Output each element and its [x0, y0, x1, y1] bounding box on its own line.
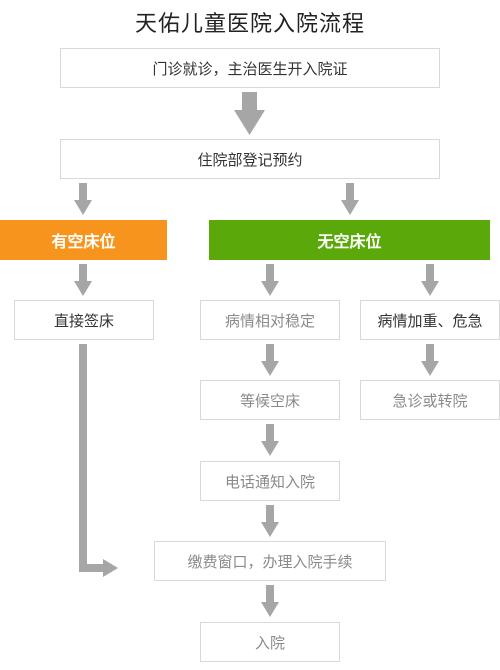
page-title: 天佑儿童医院入院流程	[134, 12, 365, 37]
step-outpatient: 门诊就诊，主治医生开入院证	[60, 48, 440, 88]
arrow-payment-to-admit	[261, 585, 279, 617]
arrow-critical-to-emergency	[421, 344, 439, 376]
arrow-no-bed-to-critical	[421, 264, 439, 296]
arrow-wait-to-phone	[261, 424, 279, 456]
branch-has-bed: 有空床位	[0, 220, 167, 260]
step-critical: 病情加重、危急	[360, 300, 500, 340]
step-direct-bed: 直接签床	[14, 300, 154, 340]
arrow-phone-to-payment	[261, 505, 279, 537]
step-emergency: 急诊或转院	[360, 380, 500, 420]
arrow-no-bed-to-stable	[261, 264, 279, 296]
step-register: 住院部登记预约	[60, 139, 440, 179]
arrow-stable-to-wait	[261, 344, 279, 376]
arrow-has-bed-to-direct-bed	[74, 264, 92, 296]
arrow-direct-bed-to-payment	[79, 344, 118, 577]
arrow-register-to-no-bed	[341, 183, 359, 215]
step-payment: 缴费窗口，办理入院手续	[154, 541, 386, 581]
step-phone-notice: 电话通知入院	[200, 461, 340, 501]
step-wait-bed: 等候空床	[200, 380, 340, 420]
branch-no-bed: 无空床位	[209, 220, 490, 260]
step-stable: 病情相对稳定	[200, 300, 340, 340]
arrow-register-to-has-bed	[74, 183, 92, 215]
arrow-outpatient-to-register	[234, 92, 265, 135]
step-admit: 入院	[200, 622, 340, 662]
